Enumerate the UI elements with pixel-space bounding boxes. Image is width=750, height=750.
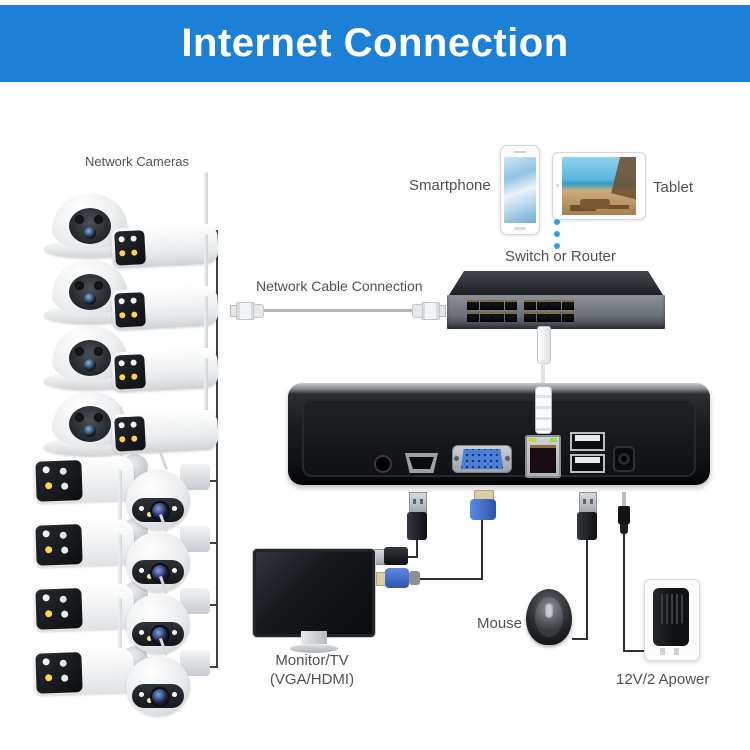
rj45-port bbox=[536, 300, 549, 310]
monitor-screen bbox=[253, 549, 375, 637]
tablet-camera-dot bbox=[556, 184, 559, 187]
smartphone-label: Smartphone bbox=[409, 177, 491, 194]
network-cable-label: Network Cable Connection bbox=[256, 278, 423, 294]
bullet-camera bbox=[111, 358, 224, 456]
usb-plug bbox=[370, 547, 408, 565]
rj45-port bbox=[561, 300, 574, 310]
ethernet-port bbox=[525, 435, 561, 478]
phone-screen bbox=[504, 157, 536, 223]
power-adapter-image bbox=[644, 579, 700, 661]
phone-home-button bbox=[514, 227, 526, 230]
usb-plug bbox=[407, 492, 427, 540]
rj45-port bbox=[504, 312, 517, 322]
phone-speaker bbox=[514, 151, 526, 153]
mouse-label: Mouse bbox=[477, 615, 523, 632]
rj45-port bbox=[549, 312, 561, 322]
ptz-camera bbox=[118, 638, 218, 718]
rj45-port bbox=[492, 300, 504, 310]
power-cable bbox=[623, 534, 625, 652]
network-switch-image bbox=[447, 271, 665, 329]
bullet-camera bbox=[111, 234, 224, 332]
header-banner: Internet Connection bbox=[0, 5, 750, 82]
monitor-label-line2: (VGA/HDMI) bbox=[269, 671, 355, 688]
wireless-link-dots bbox=[554, 219, 560, 253]
rj45-port bbox=[524, 300, 536, 310]
monitor-image bbox=[253, 549, 375, 655]
uplink-cable-segment bbox=[541, 360, 545, 388]
switch-uplink-plug bbox=[537, 326, 551, 364]
bullet-camera bbox=[111, 172, 224, 270]
ptz-camera bbox=[118, 514, 218, 594]
mouse-cable bbox=[586, 538, 588, 640]
monitor-stand bbox=[301, 631, 327, 644]
vga-plug bbox=[376, 568, 420, 588]
rj45-port bbox=[467, 312, 479, 322]
rj45-port bbox=[524, 312, 536, 322]
hdmi-port bbox=[405, 453, 438, 473]
usb-cable bbox=[416, 538, 418, 558]
rj45-connector bbox=[230, 302, 264, 320]
rj45-port bbox=[479, 300, 492, 310]
ptz-camera bbox=[118, 576, 218, 656]
switch-front-face bbox=[447, 295, 665, 329]
usb-cable bbox=[407, 556, 418, 558]
audio-port bbox=[374, 455, 392, 473]
bullet-camera bbox=[111, 296, 224, 394]
usb-plug bbox=[577, 492, 597, 540]
tablet-image bbox=[552, 152, 646, 220]
rj45-port bbox=[561, 312, 574, 322]
usb-port bbox=[570, 432, 605, 451]
rj45-connector bbox=[412, 302, 446, 320]
rj45-port bbox=[467, 300, 479, 310]
switch-label: Switch or Router bbox=[505, 248, 616, 265]
usb-port bbox=[570, 454, 605, 473]
tablet-screen bbox=[562, 157, 636, 215]
mouse-cable bbox=[572, 638, 588, 640]
vga-plug bbox=[470, 490, 496, 520]
dc-power-port bbox=[613, 446, 635, 472]
monitor-label: Monitor/TV (VGA/HDMI) bbox=[250, 651, 374, 689]
adapter-vents bbox=[658, 594, 684, 624]
mouse-scroll-wheel bbox=[545, 603, 553, 618]
monitor-label-line1: Monitor/TV bbox=[275, 652, 349, 669]
vga-cable bbox=[481, 518, 483, 580]
rj45-port bbox=[536, 312, 549, 322]
ptz-camera bbox=[118, 452, 218, 532]
rj45-port bbox=[504, 300, 517, 310]
smartphone-image bbox=[500, 145, 540, 235]
network-cameras-label: Network Cameras bbox=[85, 154, 190, 169]
nvr-ethernet-plug bbox=[535, 386, 552, 434]
bus-vertical-line bbox=[216, 230, 218, 668]
rj45-port bbox=[479, 312, 492, 322]
mouse-image bbox=[526, 589, 574, 647]
rj45-port bbox=[492, 312, 504, 322]
switch-top-face bbox=[449, 271, 663, 295]
nvr-image bbox=[288, 383, 710, 485]
vga-port bbox=[452, 445, 512, 473]
tablet-label: Tablet bbox=[653, 179, 694, 196]
monitor-base bbox=[290, 644, 338, 653]
dc-plug bbox=[618, 492, 630, 534]
rj45-port bbox=[549, 300, 561, 310]
page-title: Internet Connection bbox=[181, 21, 569, 65]
vga-cable bbox=[420, 578, 483, 580]
power-label: 12V/2 Apower bbox=[616, 671, 710, 688]
outlet-slots bbox=[660, 648, 665, 655]
ethernet-cable-line bbox=[258, 309, 418, 312]
